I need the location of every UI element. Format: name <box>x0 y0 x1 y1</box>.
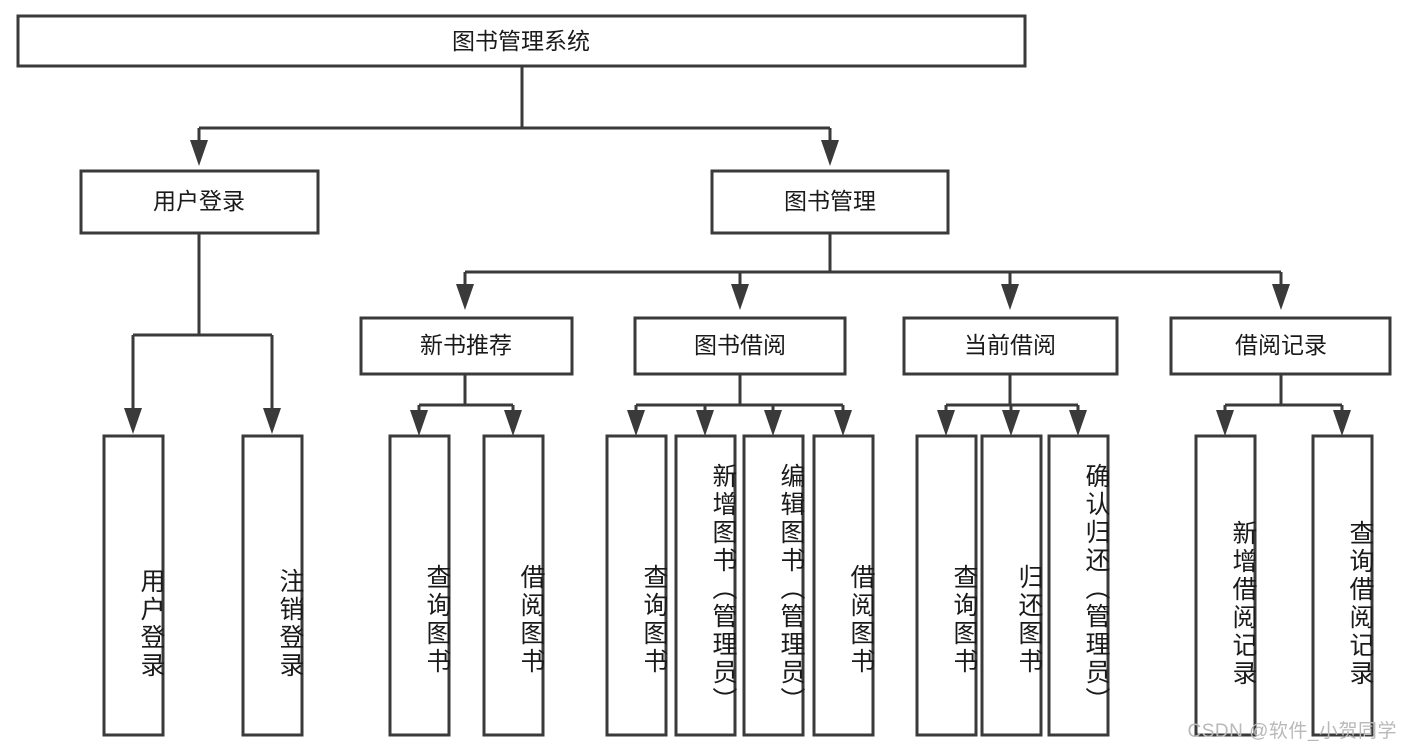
connector-group-current-borrow <box>937 374 1087 436</box>
arrow-to-leaf-query-book-1 <box>410 410 428 436</box>
connector-group-book-management <box>456 234 1290 310</box>
book-management-label: 图书管理 <box>784 188 876 214</box>
arrow-to-leaf-borrow-book-2 <box>834 410 852 436</box>
leaf-confirm-return-box[interactable] <box>1047 434 1110 737</box>
node-book-management[interactable]: 图书管理 <box>710 169 950 235</box>
connector-group-borrow-record <box>1216 374 1351 436</box>
arrow-to-borrow-record <box>1272 284 1290 310</box>
new-book-recommend-label: 新书推荐 <box>420 332 512 358</box>
leaf-logout-login-box[interactable] <box>241 434 304 737</box>
arrow-to-leaf-query-record <box>1333 410 1351 436</box>
node-user-login[interactable]: 用户登录 <box>79 169 320 235</box>
leaf-query-book-1-box[interactable] <box>388 434 451 737</box>
leaf-user-login-box[interactable] <box>102 434 165 737</box>
node-new-book-recommend[interactable]: 新书推荐 <box>359 316 574 376</box>
arrow-to-book-management <box>821 140 839 166</box>
csdn-watermark: CSDN @软件_小贺同学 <box>1187 721 1397 742</box>
leaf-boxes-group <box>102 434 1374 737</box>
leaf-edit-book-box[interactable] <box>742 434 805 737</box>
leaf-return-book-box[interactable] <box>980 434 1043 737</box>
arrow-to-leaf-user-login <box>124 408 142 434</box>
arrow-to-leaf-query-book-2 <box>627 410 645 436</box>
connector-group-user-login <box>124 234 281 434</box>
arrow-to-current-borrow <box>1001 284 1019 310</box>
leaf-borrow-book-1-box[interactable] <box>482 434 545 737</box>
connector-group-new-book-recommend <box>410 374 522 436</box>
user-login-label: 用户登录 <box>153 188 245 214</box>
arrow-to-leaf-add-book <box>696 410 714 436</box>
leaf-query-book-3-box[interactable] <box>915 434 978 737</box>
leaf-query-record-box[interactable] <box>1311 434 1374 737</box>
root-label: 图书管理系统 <box>452 28 590 54</box>
arrow-to-leaf-confirm-return <box>1069 410 1087 436</box>
arrow-to-leaf-borrow-book-1 <box>504 410 522 436</box>
borrow-record-label: 借阅记录 <box>1235 332 1327 358</box>
root-box[interactable] <box>16 14 1027 68</box>
book-management-box[interactable] <box>710 169 950 235</box>
arrow-to-book-borrow <box>731 284 749 310</box>
connector-group-root <box>190 66 839 166</box>
arrow-to-new-book-recommend <box>456 284 474 310</box>
current-borrow-label: 当前借阅 <box>964 332 1056 358</box>
book-borrow-box[interactable] <box>633 316 847 376</box>
leaf-add-record-box[interactable] <box>1194 434 1257 737</box>
current-borrow-box[interactable] <box>902 316 1119 376</box>
connector-group-book-borrow <box>627 374 852 436</box>
node-root[interactable]: 图书管理系统 <box>16 14 1027 68</box>
user-login-box[interactable] <box>79 169 320 235</box>
leaf-add-book-box[interactable] <box>674 434 737 737</box>
arrow-to-leaf-add-record <box>1216 410 1234 436</box>
node-book-borrow[interactable]: 图书借阅 <box>633 316 847 376</box>
book-borrow-label: 图书借阅 <box>694 332 786 358</box>
arrow-to-leaf-edit-book <box>764 410 782 436</box>
new-book-recommend-box[interactable] <box>359 316 574 376</box>
arrow-to-leaf-query-book-3 <box>937 410 955 436</box>
node-borrow-record[interactable]: 借阅记录 <box>1169 316 1392 376</box>
arrow-to-user-login <box>190 140 208 166</box>
arrow-to-leaf-logout-login <box>263 408 281 434</box>
borrow-record-box[interactable] <box>1169 316 1392 376</box>
node-current-borrow[interactable]: 当前借阅 <box>902 316 1119 376</box>
arrow-to-leaf-return-book <box>1002 410 1020 436</box>
leaf-borrow-book-2-box[interactable] <box>812 434 875 737</box>
leaf-query-book-2-box[interactable] <box>605 434 668 737</box>
